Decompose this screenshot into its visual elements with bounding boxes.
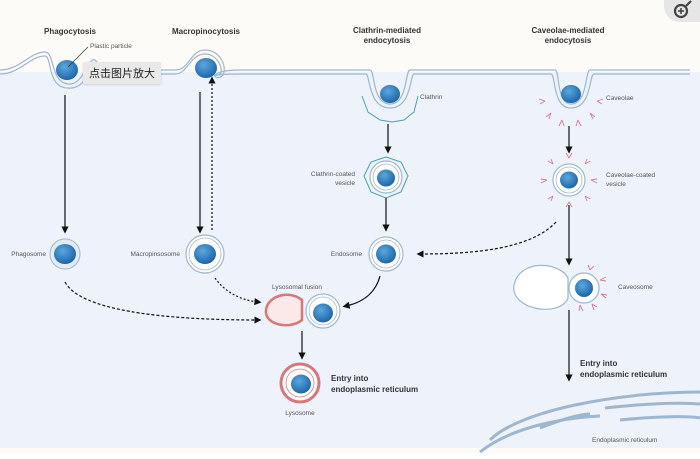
label-entry-er-right-1: Entry into (580, 359, 617, 368)
arrow-caveolae-to-endosome (416, 221, 557, 258)
pointer-line (67, 46, 89, 68)
label-entry-er-left-1: Entry into (331, 374, 368, 383)
arrow-phagosome-to-fusion (64, 281, 262, 324)
label-clathrin-coated-2: vesicle (335, 180, 355, 187)
label-plastic-particle: Plastic particle (90, 43, 132, 50)
label-caveolae-coated-2: vesicle (606, 181, 626, 188)
clathrin-coat (361, 95, 419, 123)
label-caveolae: Caveolae (606, 95, 634, 102)
title-caveolae-2: endocytosis (545, 36, 592, 45)
label-macropinsosome: Macropinsosome (131, 251, 181, 258)
label-clathrin: Clathrin (420, 94, 443, 101)
caveolae-coat (538, 98, 604, 127)
lysosome (279, 362, 321, 404)
zoom-in-button[interactable] (664, 0, 700, 22)
label-caveosome: Caveosome (618, 284, 653, 291)
endoplasmic-reticulum (479, 390, 700, 454)
cytoplasm (0, 72, 700, 448)
endosome (368, 236, 404, 272)
zoom-in-icon (673, 0, 692, 19)
title-clathrin-1: Clathrin-mediated (353, 26, 421, 35)
arrow-endosome-to-fusion (342, 275, 381, 309)
caveolae-coated-vesicle (540, 152, 598, 208)
clathrin-coated-vesicle (363, 156, 409, 199)
label-lysosomal-fusion: Lysosomal fusion (272, 284, 322, 291)
label-lysosome: Lysosome (285, 410, 315, 417)
label-er: Endoplasmic reticulum (592, 437, 657, 444)
title-phagocytosis: Phagocytosis (44, 27, 97, 36)
title-macropinocytosis: Macropinocytosis (172, 27, 241, 36)
label-caveolae-coated-1: Caveolae-coated (606, 172, 656, 179)
arrows (61, 76, 573, 382)
particle-clathrin-pit (380, 85, 400, 103)
particle-caveolae-pit (561, 85, 581, 103)
phagosome (49, 238, 81, 270)
label-entry-er-right-2: endoplasmic reticulum (580, 370, 667, 379)
caveosome (513, 264, 608, 312)
lysosomal-fusion (264, 293, 341, 329)
cell-membrane (0, 49, 690, 109)
particle-macropinocytosis (195, 58, 217, 78)
plastic-particle (56, 60, 78, 80)
label-entry-er-left-2: endoplasmic reticulum (331, 385, 418, 394)
arrow-macropinosome-to-fusion (214, 277, 262, 306)
title-clathrin-2: endocytosis (364, 36, 411, 45)
label-clathrin-coated-1: Clathrin-coated (311, 171, 355, 178)
macropinosome (185, 234, 225, 274)
enlarge-tooltip: 点击图片放大 (83, 62, 161, 84)
label-endosome: Endosome (331, 251, 362, 258)
title-caveolae-1: Caveolae-mediated (532, 26, 605, 35)
label-phagosome: Phagosome (11, 251, 46, 258)
